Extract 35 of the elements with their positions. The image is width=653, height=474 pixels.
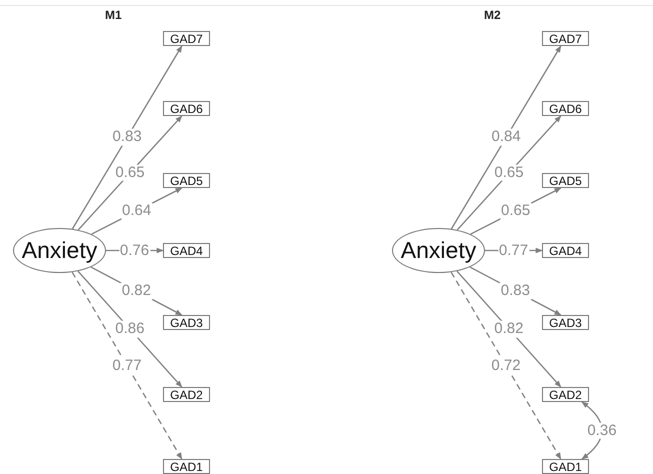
dashed-arrow: [72, 272, 182, 460]
edge-label: 0.65: [114, 164, 146, 182]
edge-label: 0.82: [493, 320, 524, 338]
indicator-box: GAD2: [542, 387, 589, 402]
dashed-arrow: [450, 272, 562, 460]
indicator-box: GAD5: [542, 173, 589, 188]
edge-label: 0.82: [120, 282, 152, 300]
edge-label: 0.83: [112, 129, 143, 146]
panel-title: M1: [105, 8, 122, 22]
indicator-box: GAD3: [542, 315, 589, 330]
edge-label: 0.36: [586, 422, 618, 439]
indicator-box: GAD7: [163, 31, 210, 46]
indicator-box: GAD4: [542, 243, 589, 258]
edge-label: 0.65: [500, 202, 532, 220]
edge-label: 0.65: [493, 164, 525, 182]
latent-variable-ellipse: Anxiety: [392, 228, 485, 273]
arrow: [450, 45, 562, 230]
arrow: [72, 45, 182, 230]
edge-label: 0.86: [114, 320, 146, 338]
edge-label: 0.72: [490, 357, 522, 374]
indicator-box: GAD6: [542, 101, 589, 116]
indicator-box: GAD1: [542, 459, 589, 474]
indicator-box: GAD2: [163, 387, 210, 402]
latent-variable-ellipse: Anxiety: [13, 228, 106, 273]
edge-label: 0.84: [490, 129, 522, 146]
indicator-box: GAD1: [163, 459, 210, 474]
panel-title: M2: [484, 8, 501, 22]
edge-label: 0.83: [500, 282, 531, 300]
edge-label: 0.64: [121, 202, 152, 220]
indicator-box: GAD6: [163, 101, 210, 116]
indicator-box: GAD3: [163, 315, 210, 330]
indicator-box: GAD7: [542, 31, 589, 46]
indicator-box: GAD5: [163, 173, 210, 188]
edge-label: 0.77: [111, 357, 143, 374]
indicator-box: GAD4: [163, 243, 210, 258]
